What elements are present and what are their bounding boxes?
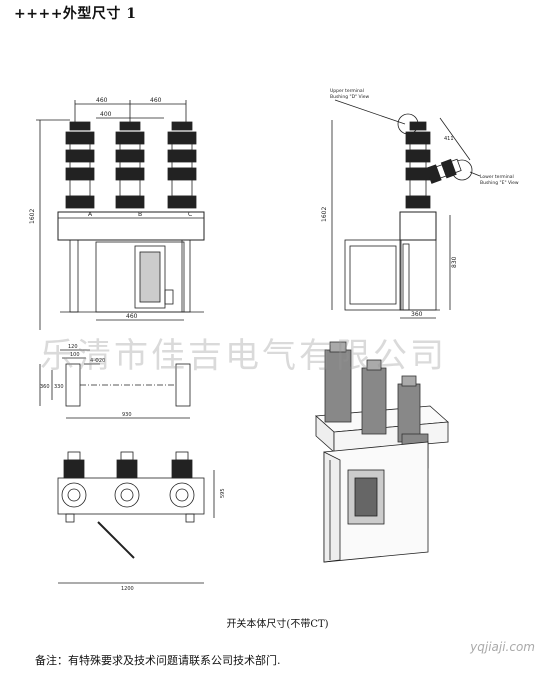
dim-bottom-595: 595 [220, 488, 226, 498]
dim-plan-120: 120 [68, 344, 78, 350]
lower-terminal-sub: Bushing "E" View [480, 180, 519, 186]
dim-side-base: 360 [411, 311, 423, 318]
phase-a-label: A [88, 211, 93, 218]
phase-c-label: C [188, 211, 192, 218]
lower-terminal-label: Lower terminal [480, 174, 514, 180]
insulator-b [115, 121, 145, 209]
site-watermark: yqjiaji.com [470, 640, 535, 654]
upper-terminal-sub: Bushing "D" View [330, 94, 370, 100]
front-view: 460 460 400 1602 [29, 97, 205, 330]
insulator-c [167, 121, 197, 209]
bushing-2 [114, 451, 140, 508]
isometric-view [315, 341, 449, 563]
dim-plan-330: 330 [54, 384, 64, 390]
dim-front-top-1: 460 [96, 97, 108, 104]
dim-plan-930: 930 [122, 412, 132, 418]
bushing-3 [169, 451, 195, 508]
dim-plan-hole: 4-Φ20 [90, 358, 105, 364]
dim-plan-100: 100 [70, 352, 80, 358]
bottom-view: 595 1200 [57, 451, 226, 592]
page-title: ++++外型尺寸 1 [14, 6, 137, 22]
dim-front-height: 1602 [29, 209, 36, 224]
dim-bottom-1200: 1200 [121, 586, 134, 592]
dim-side-body: 830 [451, 256, 458, 268]
insulator-a [65, 121, 95, 209]
dim-side-height: 1602 [321, 207, 328, 222]
dim-front-inner: 400 [100, 111, 112, 118]
dim-plan-360: 360 [40, 384, 50, 390]
footnote: 备注：有特殊要求及技术问题请联系公司技术部门. [35, 654, 281, 667]
side-view: Upper terminal Bushing "D" View Lower te… [321, 88, 519, 319]
plan-view: 360 330 120 100 4-Φ20 930 [39, 344, 191, 419]
dim-front-base: 460 [126, 313, 138, 320]
dim-side-angle: 411 [444, 136, 454, 142]
dim-front-top-2: 460 [150, 97, 162, 104]
upper-terminal-label: Upper terminal [330, 88, 364, 94]
bushing-1 [61, 451, 87, 508]
figure-caption: 开关本体尺寸(不带CT) [226, 619, 329, 630]
phase-b-label: B [138, 211, 142, 218]
